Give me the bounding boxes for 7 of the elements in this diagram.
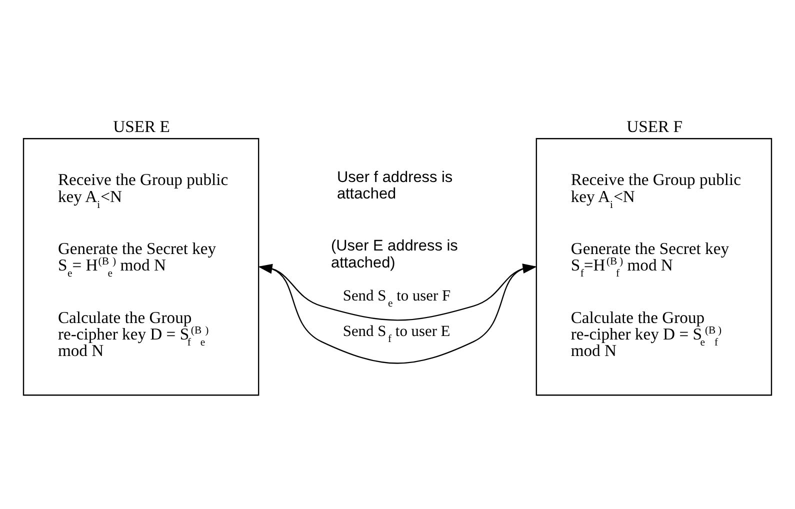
node-label: USER F — [626, 116, 682, 136]
arrow — [258, 263, 536, 364]
label: (User E address is attached) — [331, 237, 458, 271]
node-label: USER E — [113, 116, 170, 136]
edge-label: Send S$_{e}$ to user F — [342, 287, 451, 310]
edge-label: Send S$_{f}$ to user E — [342, 322, 450, 345]
label: User f address is attached — [336, 168, 453, 202]
